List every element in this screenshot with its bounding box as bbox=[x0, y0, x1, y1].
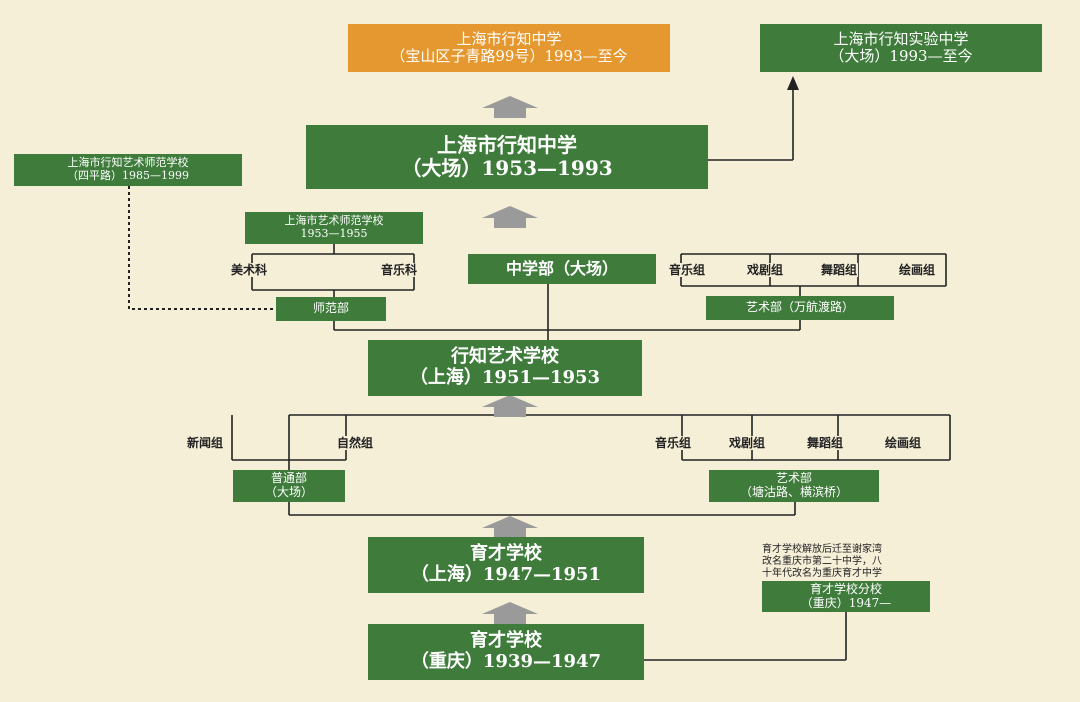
box-subtitle: （大场）1953—1993 bbox=[401, 156, 613, 180]
box-title: 上海市行知艺术师范学校 bbox=[67, 156, 189, 170]
shanghai-art-normal-school-box: 上海市艺术师范学校 1953—1955 bbox=[245, 212, 423, 244]
box-title: 育才学校 bbox=[470, 543, 542, 565]
label-music-group: 音乐组 bbox=[654, 436, 693, 450]
label-news-group: 新闻组 bbox=[186, 436, 225, 450]
xingzhi-middle-school-dachang-box: 上海市行知中学 （大场）1953—1993 bbox=[306, 125, 708, 189]
arts-dept-tanggu-box: 艺术部 （塘沽路、横滨桥） bbox=[709, 470, 879, 502]
secondary-dept-dachang-box: 中学部（大场） bbox=[468, 254, 656, 284]
box-subtitle: （重庆）1947— bbox=[800, 595, 892, 610]
label-dance-group: 舞蹈组 bbox=[806, 436, 845, 450]
box-subtitle: （四平路）1985—1999 bbox=[67, 169, 189, 182]
up-arrow-icon bbox=[482, 395, 538, 417]
box-title: 艺术部 bbox=[775, 471, 812, 486]
up-arrow-icon bbox=[482, 602, 538, 624]
box-subtitle: （塘沽路、横滨桥） bbox=[739, 485, 848, 499]
xingzhi-experimental-school-box: 上海市行知实验中学 （大场）1993—至今 bbox=[760, 24, 1042, 72]
box-subtitle: （上海）1947—1951 bbox=[410, 564, 602, 585]
box-title: 中学部（大场） bbox=[505, 258, 618, 278]
general-dept-dachang-box: 普通部 （大场） bbox=[233, 470, 345, 502]
label-drama-group: 戏剧组 bbox=[728, 436, 767, 450]
box-subtitle: （大场） bbox=[264, 485, 313, 499]
xingzhi-middle-school-baoshan-box: 上海市行知中学 （宝山区子青路99号）1993—至今 bbox=[348, 24, 670, 72]
up-arrow-icon bbox=[482, 516, 538, 538]
box-title: 普通部 bbox=[270, 471, 307, 486]
box-subtitle: （上海）1951—1953 bbox=[409, 367, 601, 388]
label-fine-arts: 美术科 bbox=[230, 263, 269, 277]
up-arrow-icon bbox=[482, 206, 538, 228]
label-nature-group: 自然组 bbox=[336, 436, 375, 450]
box-title: 上海市艺术师范学校 bbox=[284, 214, 384, 228]
label-dance-group: 舞蹈组 bbox=[820, 263, 859, 277]
box-title: 行知艺术学校 bbox=[451, 346, 559, 368]
box-title: 上海市行知实验中学 bbox=[833, 29, 969, 48]
label-music-group: 音乐组 bbox=[668, 263, 707, 277]
yucai-note-line-2: 改名重庆市第二十中学，八 bbox=[762, 556, 882, 567]
box-title: 上海市行知中学 bbox=[456, 29, 562, 48]
box-title: 师范部 bbox=[312, 301, 349, 316]
yucai-school-chongqing-box: 育才学校 （重庆）1939—1947 bbox=[368, 624, 644, 680]
yucai-note-line-1: 育才学校解放后迁至谢家湾 bbox=[762, 544, 882, 555]
label-drama-group: 戏剧组 bbox=[746, 263, 785, 277]
yucai-branch-chongqing-box: 育才学校分校 （重庆）1947— bbox=[762, 581, 930, 612]
box-title: 育才学校分校 bbox=[809, 581, 882, 596]
box-subtitle: （宝山区子青路99号）1993—至今 bbox=[390, 47, 628, 65]
normal-dept-box: 师范部 bbox=[276, 297, 386, 321]
box-subtitle: （大场）1993—至今 bbox=[829, 47, 973, 65]
label-music-dept: 音乐科 bbox=[380, 263, 419, 277]
label-painting-group: 绘画组 bbox=[884, 436, 923, 450]
label-painting-group: 绘画组 bbox=[898, 263, 937, 277]
box-title: 上海市行知中学 bbox=[437, 133, 577, 157]
box-subtitle: （重庆）1939—1947 bbox=[410, 651, 602, 672]
box-title: 育才学校 bbox=[470, 630, 542, 652]
yucai-note-line-3: 十年代改名为重庆育才中学 bbox=[762, 568, 882, 579]
art-normal-school-siping-box: 上海市行知艺术师范学校 （四平路）1985—1999 bbox=[14, 154, 242, 186]
box-title: 艺术部（万航渡路） bbox=[745, 300, 854, 315]
xingzhi-art-school-box: 行知艺术学校 （上海）1951—1953 bbox=[368, 340, 642, 396]
box-subtitle: 1953—1955 bbox=[300, 227, 368, 240]
yucai-school-shanghai-box: 育才学校 （上海）1947—1951 bbox=[368, 537, 644, 593]
up-arrow-icon bbox=[482, 96, 538, 118]
arts-dept-wanhangdu-box: 艺术部（万航渡路） bbox=[706, 296, 894, 320]
